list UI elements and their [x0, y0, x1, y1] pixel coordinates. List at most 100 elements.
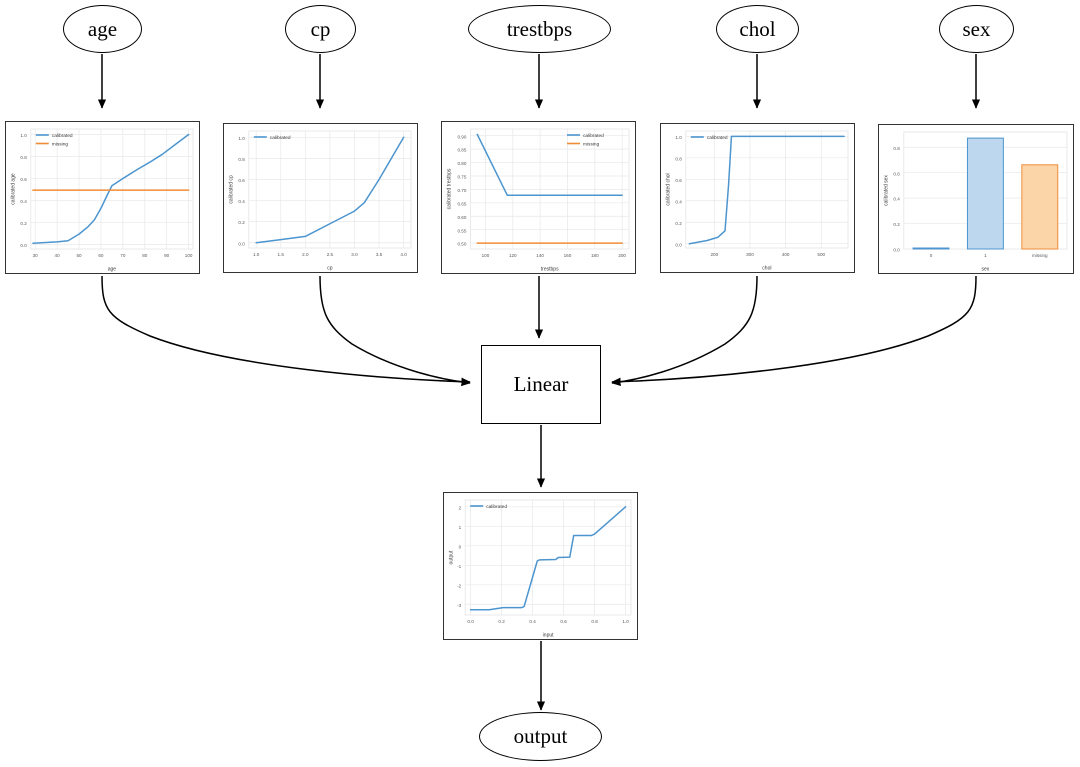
x-tick-label: 300: [746, 252, 754, 257]
x-axis-label: chol: [762, 266, 771, 272]
y-tick-label: 0.2: [675, 221, 682, 226]
y-tick-label: 0.6: [893, 171, 900, 176]
x-tick-label: 100: [482, 253, 490, 258]
x-tick-label: 2.5: [327, 252, 334, 257]
x-tick-label: 60: [98, 253, 104, 258]
y-tick-label: 0.6: [20, 177, 27, 182]
series-calibrated: [469, 506, 627, 611]
x-tick-label: 500: [817, 252, 825, 257]
y-tick-label: 0.8: [20, 155, 27, 160]
x-tick-label: 140: [536, 253, 544, 258]
edge-ageplot-to-linear: [101, 275, 471, 386]
y-tick-label: 0.4: [893, 197, 900, 202]
node-cp-label: cp: [310, 16, 331, 41]
x-tick-label: 3.0: [351, 252, 358, 257]
plot-area: [685, 130, 849, 249]
y-tick-label: 0.6: [675, 178, 682, 183]
y-tick-label: 0.2: [893, 222, 900, 227]
node-cp[interactable]: cp: [285, 5, 356, 53]
node-trestbps-label: trestbps: [506, 16, 573, 41]
x-tick-label: 100: [185, 253, 193, 258]
series-calibrated: [688, 135, 845, 245]
node-ellipse: [716, 5, 799, 53]
y-axis-label: calibrated trestbps: [447, 168, 453, 209]
y-tick-label: 0.85: [457, 148, 466, 153]
y-tick-label: 0.6: [238, 178, 245, 183]
y-tick-label: 0.60: [457, 215, 466, 220]
x-tick-label: 3.5: [376, 252, 383, 257]
y-tick-label: 0.0: [238, 241, 245, 246]
x-tick-label: 180: [591, 253, 599, 258]
x-tick-label: 50: [76, 253, 82, 258]
edge-sexplot-to-linear: [611, 275, 977, 386]
node-output[interactable]: output: [479, 712, 602, 761]
node-trestbps[interactable]: trestbps: [468, 5, 611, 53]
bar-0: [912, 247, 950, 250]
x-tick-label: 160: [564, 253, 572, 258]
bar-missing: [1021, 164, 1059, 250]
y-tick-label: -1: [457, 564, 462, 569]
x-tick-label: 1: [984, 253, 987, 258]
node-linear[interactable]: Linear: [481, 345, 601, 424]
node-chol[interactable]: chol: [716, 5, 799, 53]
x-tick-label: 30: [33, 253, 39, 258]
x-tick-label: 0.6: [560, 619, 567, 624]
y-tick-label: 0.0: [675, 242, 682, 247]
x-tick-label: 80: [142, 253, 148, 258]
series-calibrated: [32, 133, 190, 245]
x-tick-label: 120: [509, 253, 517, 258]
y-tick-label: 0.75: [457, 175, 466, 180]
x-tick-label: 0: [930, 253, 933, 258]
node-ellipse: [939, 5, 1014, 53]
node-linear-label: Linear: [513, 372, 569, 396]
node-ellipse: [285, 5, 356, 53]
node-ellipse: [479, 712, 602, 761]
y-axis-label: calibrated chol: [666, 173, 672, 205]
bar-1: [966, 137, 1004, 250]
node-ellipse: [63, 5, 142, 53]
series-calibrated: [255, 136, 405, 244]
edge-cholplot-to-linear: [611, 275, 758, 387]
y-tick-label: 0.50: [457, 242, 466, 247]
x-axis-label: cp: [327, 266, 333, 272]
y-tick-label: 0.65: [457, 201, 466, 206]
y-tick-label: 0.8: [893, 146, 900, 151]
x-tick-label: 4.0: [400, 252, 407, 257]
y-tick-label: 0: [459, 544, 462, 549]
node-sex-label: sex: [962, 16, 991, 41]
y-tick-label: 0.90: [457, 134, 466, 139]
x-tick-label: 40: [55, 253, 61, 258]
x-tick-label: 2.0: [302, 252, 309, 257]
y-tick-label: -2: [457, 583, 462, 588]
x-axis-label: age: [108, 267, 117, 273]
x-tick-label: 0.8: [591, 619, 598, 624]
y-tick-label: -3: [457, 603, 462, 608]
y-tick-label: 1.0: [20, 133, 27, 138]
node-sex[interactable]: sex: [939, 5, 1014, 53]
edge-cpplot-to-linear: [319, 275, 471, 387]
y-tick-label: 0.2: [238, 220, 245, 225]
y-tick-label: 0.0: [893, 248, 900, 253]
x-axis-label: trestbps: [541, 267, 559, 273]
x-tick-label: 200: [618, 253, 626, 258]
y-axis-label: calibrated age: [11, 173, 17, 205]
node-age[interactable]: age: [63, 5, 142, 53]
legend-label-calibrated: calibrated: [52, 133, 73, 139]
legend-label-calibrated: calibrated: [583, 133, 604, 139]
y-axis-label: calibrated cp: [229, 175, 235, 204]
plot-area: [469, 128, 630, 250]
y-tick-label: 0.70: [457, 188, 466, 193]
legend-label-calibrated: calibrated: [486, 504, 507, 510]
x-tick-label: 400: [782, 252, 790, 257]
